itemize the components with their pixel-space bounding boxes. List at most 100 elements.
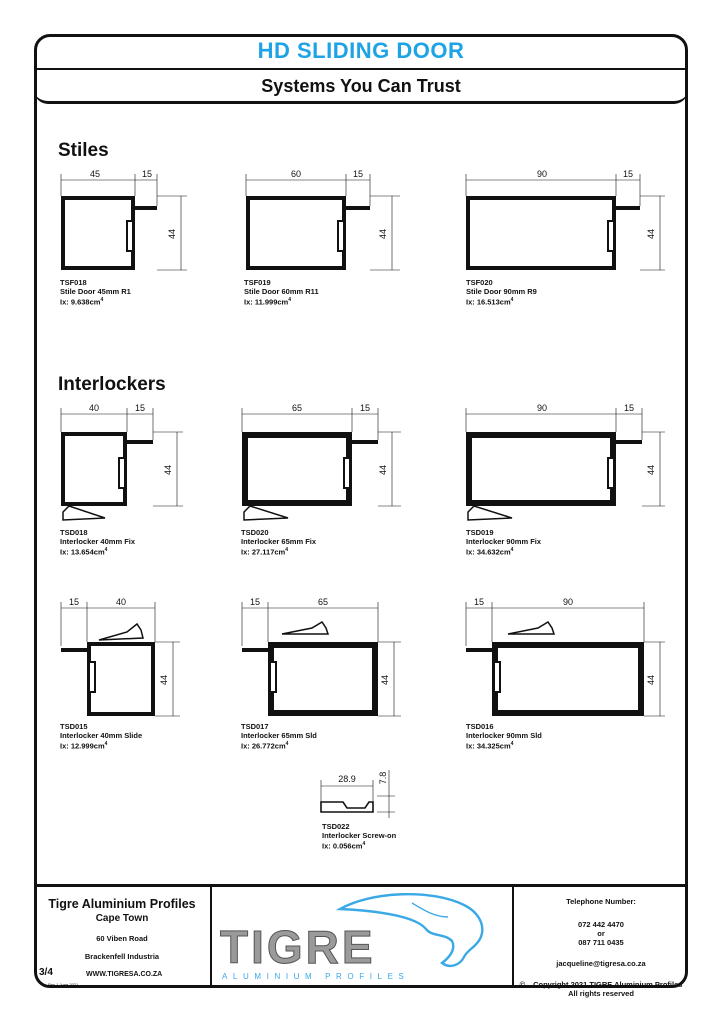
profile-caption-tsf018: TSF018 Stile Door 45mm R1 Ix: 9.638cm4 bbox=[60, 278, 131, 307]
company-city: Cape Town bbox=[95, 913, 149, 924]
profile-code: TSF019 bbox=[244, 278, 271, 287]
profile-ix: Ix: 34.632cm4 bbox=[466, 547, 514, 557]
profile-caption-tsd016: TSD016 Interlocker 90mm Sld Ix: 34.325cm… bbox=[466, 722, 542, 751]
website-link[interactable]: WWW.TIGRESA.CO.ZA bbox=[86, 971, 163, 978]
profile-ix: Ix: 16.513cm4 bbox=[466, 297, 514, 307]
profile-drawing-tsd019: 90 15 44 bbox=[465, 403, 665, 521]
profile-code: TSD018 bbox=[60, 528, 88, 537]
profile-caption-tsd015: TSD015 Interlocker 40mm Slide Ix: 12.999… bbox=[60, 722, 142, 751]
footer-contact-block: Telephone Number: 072 442 4470 or 087 71… bbox=[512, 887, 688, 998]
phone-label: Telephone Number: bbox=[566, 897, 636, 906]
profile-name: Stile Door 45mm R1 bbox=[60, 287, 131, 296]
rights-text: All rights reserved bbox=[568, 989, 634, 998]
profile-ix: Ix: 9.638cm4 bbox=[60, 297, 104, 307]
section-heading-interlockers: Interlockers bbox=[58, 374, 166, 395]
copyright-line: © Copyright 2021 TIGRE Aluminium Profiles bbox=[514, 980, 688, 989]
profile-ix: Ix: 0.056cm4 bbox=[322, 841, 366, 851]
profile-drawing-tsf018: 45 15 44 bbox=[60, 169, 187, 271]
profile-code: TSD022 bbox=[322, 822, 350, 831]
page-title: HD SLIDING DOOR bbox=[257, 38, 465, 63]
profile-name: Interlocker 90mm Fix bbox=[466, 537, 542, 546]
page-subtitle: Systems You Can Trust bbox=[261, 76, 461, 96]
profile-name: Stile Door 90mm R9 bbox=[466, 287, 537, 296]
profile-code: TSF018 bbox=[60, 278, 87, 287]
company-street: 60 Viben Road bbox=[96, 934, 148, 943]
profile-code: TSD015 bbox=[60, 722, 88, 731]
profile-drawing-tsd018: 40 15 44 bbox=[60, 403, 183, 521]
profile-name: Interlocker 65mm Fix bbox=[241, 537, 317, 546]
phone-number-1: 072 442 4470 bbox=[578, 920, 624, 929]
copyright-icon: © bbox=[519, 980, 526, 989]
section-heading-stiles: Stiles bbox=[58, 140, 109, 161]
dim-width: 65 bbox=[318, 597, 328, 607]
profile-caption-tsd019: TSD019 Interlocker 90mm Fix Ix: 34.632cm… bbox=[466, 528, 541, 557]
profile-code: TSF020 bbox=[466, 278, 493, 287]
dim-flange: 15 bbox=[142, 169, 152, 179]
profile-caption-tsd020: TSD020 Interlocker 65mm Fix Ix: 27.117cm… bbox=[241, 528, 316, 557]
title-bar: HD SLIDING DOOR bbox=[34, 34, 688, 70]
tiger-head-icon bbox=[335, 893, 484, 968]
profile-caption-tsf019: TSF019 Stile Door 60mm R11 Ix: 11.999cm4 bbox=[244, 278, 319, 307]
phone-or: or bbox=[597, 929, 605, 938]
profile-code: TSD020 bbox=[241, 528, 269, 537]
logo-subtitle: ALUMINIUM PROFILES bbox=[222, 972, 409, 981]
dim-height: 44 bbox=[378, 465, 388, 475]
dim-flange: 15 bbox=[69, 597, 79, 607]
dim-width: 45 bbox=[90, 169, 100, 179]
tigre-logo: TIGRE ALUMINIUM PROFILES bbox=[220, 893, 484, 981]
email-link[interactable]: jacqueline@tigresa.co.za bbox=[556, 959, 646, 968]
dim-flange: 15 bbox=[360, 403, 370, 413]
profile-code: TSD016 bbox=[466, 722, 494, 731]
dim-height: 44 bbox=[378, 229, 388, 239]
dim-flange: 15 bbox=[623, 169, 633, 179]
dim-width: 65 bbox=[292, 403, 302, 413]
revision-note: Rev 1 June 2021 bbox=[48, 982, 79, 987]
profile-drawing-tsf020: 90 15 44 bbox=[465, 169, 665, 271]
profile-ix: Ix: 26.772cm4 bbox=[241, 741, 289, 751]
dim-height: 44 bbox=[646, 675, 656, 685]
profile-drawing-tsd020: 65 15 44 bbox=[241, 403, 401, 521]
profile-drawing-tsd015: 15 40 44 bbox=[60, 597, 180, 717]
footer-logo-block: TIGRE ALUMINIUM PROFILES bbox=[212, 887, 512, 988]
dim-height: 44 bbox=[646, 465, 656, 475]
profile-code: TSD019 bbox=[466, 528, 494, 537]
profile-ix: Ix: 27.117cm4 bbox=[241, 547, 288, 557]
logo-wordmark: TIGRE bbox=[220, 921, 376, 973]
subtitle-bar: Systems You Can Trust bbox=[34, 70, 688, 104]
dim-flange: 15 bbox=[474, 597, 484, 607]
profile-name: Interlocker 40mm Slide bbox=[60, 731, 143, 740]
dim-flange: 15 bbox=[135, 403, 145, 413]
dim-height: 7.8 bbox=[378, 772, 388, 785]
dim-flange: 15 bbox=[250, 597, 260, 607]
profile-name: Interlocker 65mm Sld bbox=[241, 731, 317, 740]
profile-name: Interlocker 90mm Sld bbox=[466, 731, 542, 740]
profile-name: Interlocker Screw-on bbox=[322, 831, 397, 840]
profile-ix: Ix: 12.999cm4 bbox=[60, 741, 108, 751]
profile-ix: Ix: 13.654cm4 bbox=[60, 547, 108, 557]
profile-caption-tsd022: TSD022 Interlocker Screw-on Ix: 0.056cm4 bbox=[322, 822, 396, 851]
page-frame bbox=[34, 34, 688, 988]
profile-drawing-tsd017: 15 65 44 bbox=[241, 597, 401, 717]
dim-width: 90 bbox=[537, 169, 547, 179]
dim-width: 90 bbox=[537, 403, 547, 413]
dim-flange: 15 bbox=[624, 403, 634, 413]
profile-name: Stile Door 60mm R11 bbox=[244, 287, 319, 296]
profile-drawing-tsd016: 15 90 44 bbox=[465, 597, 665, 717]
page-number: 3/4 bbox=[39, 967, 53, 978]
profile-caption-tsd017: TSD017 Interlocker 65mm Sld Ix: 26.772cm… bbox=[241, 722, 317, 751]
dim-width: 90 bbox=[563, 597, 573, 607]
profile-drawing-tsd022: 28.9 7.8 bbox=[320, 770, 395, 818]
footer-address-block: Tigre Aluminium Profiles Cape Town 60 Vi… bbox=[34, 887, 212, 988]
company-name: Tigre Aluminium Profiles bbox=[48, 897, 196, 911]
profile-ix: Ix: 34.325cm4 bbox=[466, 741, 514, 751]
dim-height: 44 bbox=[380, 675, 390, 685]
profile-name: Interlocker 40mm Fix bbox=[60, 537, 136, 546]
dim-width: 40 bbox=[116, 597, 126, 607]
dim-width: 40 bbox=[89, 403, 99, 413]
copyright-text: Copyright 2021 TIGRE Aluminium Profiles bbox=[533, 980, 683, 989]
dim-height: 44 bbox=[159, 675, 169, 685]
phone-number-2: 087 711 0435 bbox=[578, 938, 624, 947]
profile-ix: Ix: 11.999cm4 bbox=[244, 297, 291, 307]
dim-width: 60 bbox=[291, 169, 301, 179]
dim-height: 44 bbox=[167, 229, 177, 239]
